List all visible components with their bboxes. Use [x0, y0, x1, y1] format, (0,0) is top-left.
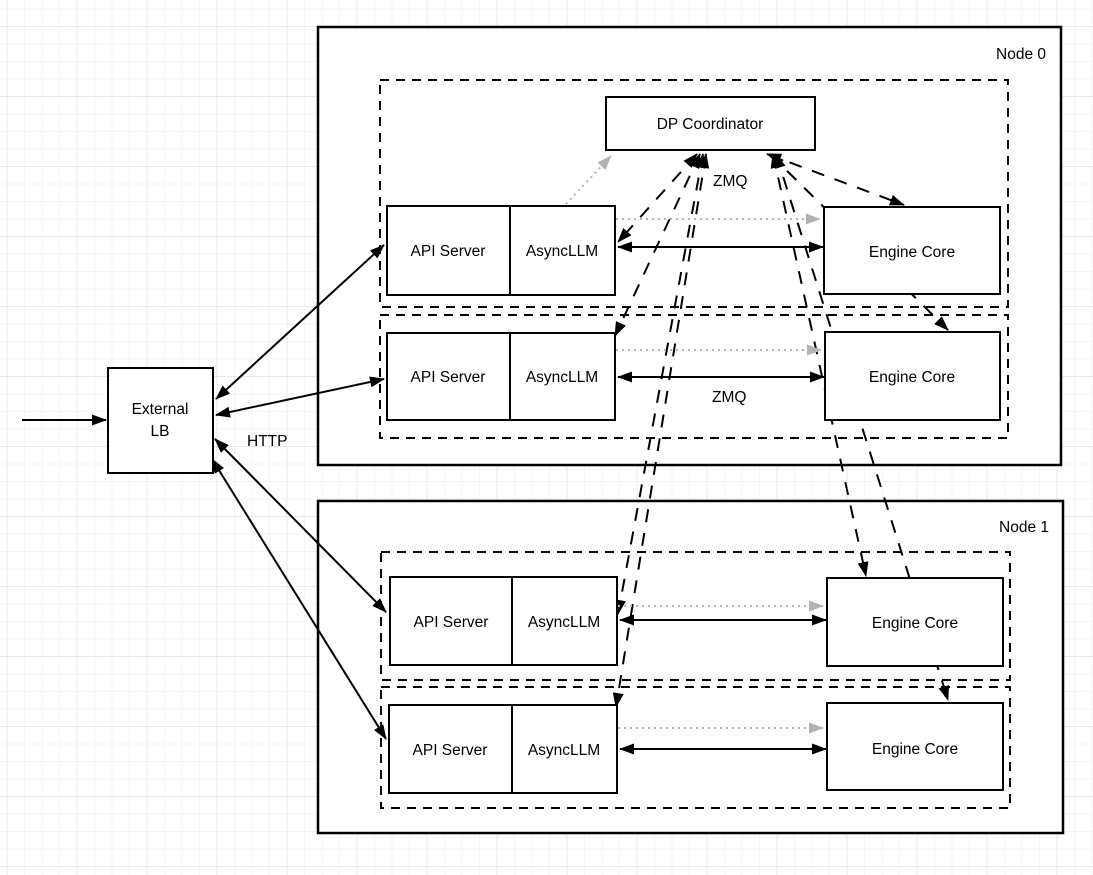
engine-core-label-node1-row2: Engine Core [872, 741, 958, 758]
labels: Node 0 Node 1 External LB DP Coordinator… [132, 46, 1049, 759]
node1-row1-group [380, 551, 1011, 681]
edge-lb-api-node0-row2 [215, 376, 385, 418]
engine-core-box-node1-row1 [826, 577, 1004, 667]
api-server-label-node0-row1: API Server [411, 243, 486, 260]
engine-core-box-node0-row1 [823, 206, 1001, 295]
engine-core-box-node0-row2 [824, 331, 1001, 421]
engine-core-label-node0-row1: Engine Core [869, 244, 955, 261]
edge-lb-api-node1-row2 [211, 458, 387, 740]
http-edges [22, 244, 387, 740]
zmq-coordinator-edge-label: ZMQ [713, 173, 747, 190]
zmq-row2-edge-label: ZMQ [712, 389, 746, 406]
dp-coordinator-box [605, 96, 816, 151]
external-lb-box [107, 367, 214, 474]
edge-asyncllm-dp-dotted [565, 155, 612, 205]
asyncllm-label-node1-row2: AsyncLLM [528, 742, 600, 759]
api-asyncllm-box-node0-row2 [386, 332, 616, 421]
edge-lb-api-node0-row1 [215, 244, 385, 400]
external-lb-label-line1: External [132, 401, 189, 418]
node1-label: Node 1 [999, 519, 1049, 536]
node1-row2-group [380, 686, 1011, 809]
api-asyncllm-box-node1-row1 [389, 576, 618, 666]
dp-coordinator-label: DP Coordinator [657, 116, 764, 133]
zmq-request-edges [617, 241, 827, 755]
asyncllm-label-node0-row1: AsyncLLM [526, 243, 598, 260]
engine-core-label-node1-row1: Engine Core [872, 615, 958, 632]
boxes [107, 96, 1004, 794]
external-lb-label-line2: LB [151, 423, 170, 440]
engine-core-box-node1-row2 [826, 702, 1004, 791]
api-server-label-node0-row2: API Server [411, 369, 486, 386]
engine-core-label-node0-row2: Engine Core [869, 369, 955, 386]
asyncllm-label-node0-row2: AsyncLLM [526, 369, 598, 386]
api-asyncllm-box-node1-row2 [388, 704, 618, 794]
http-edge-label: HTTP [247, 433, 287, 450]
asyncllm-label-node1-row1: AsyncLLM [528, 614, 600, 631]
api-asyncllm-box-node0-row1 [386, 205, 616, 296]
startup-handshake-edges [565, 155, 824, 734]
node0-label: Node 0 [996, 46, 1046, 63]
api-server-label-node1-row1: API Server [414, 614, 489, 631]
api-server-label-node1-row2: API Server [413, 742, 488, 759]
